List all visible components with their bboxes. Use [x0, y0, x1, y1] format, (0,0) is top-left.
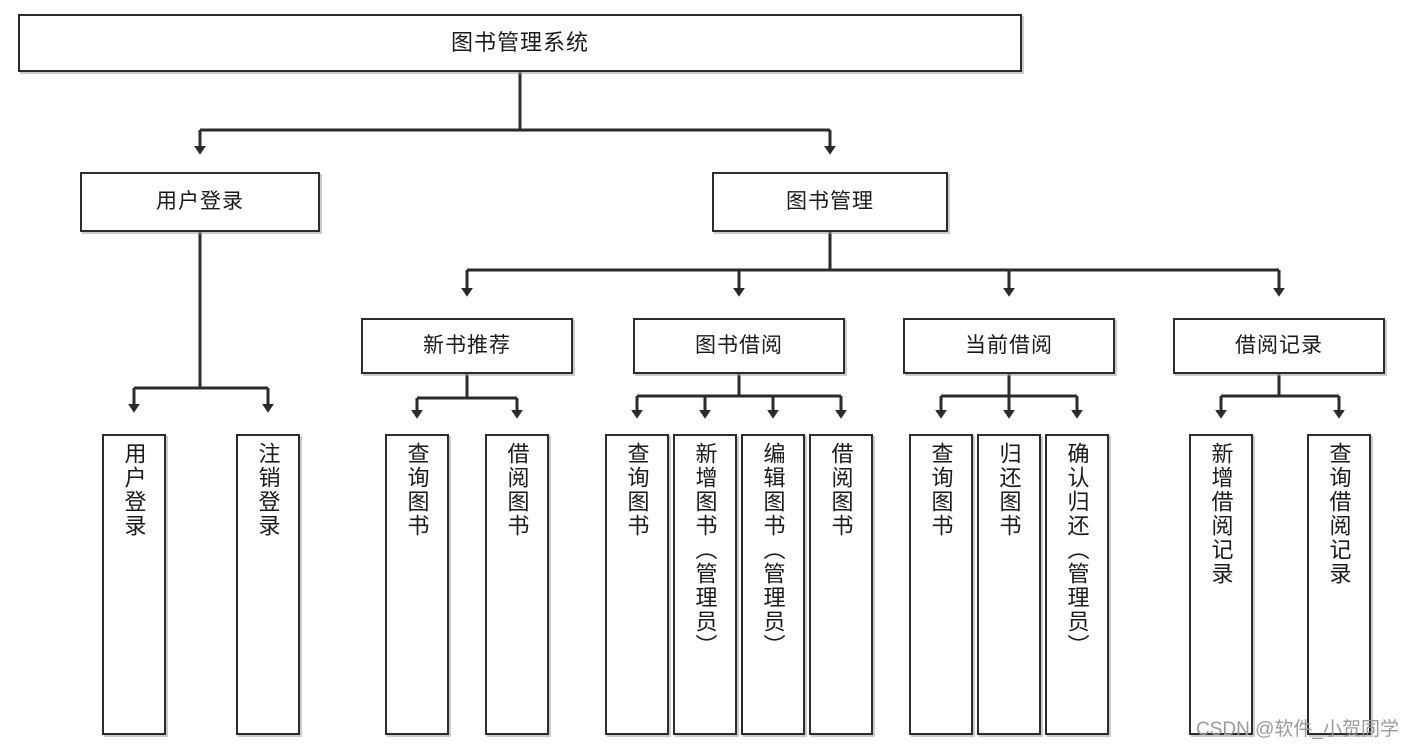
leaf-label: 编辑图书（管理员） [760, 442, 786, 658]
node-book-borrow-label: 图书借阅 [695, 333, 783, 357]
leaf-label: 确认归还（管理员） [1064, 442, 1090, 658]
leaf-record-add-record[interactable]: 新增借阅记录 [1189, 434, 1253, 735]
leaf-label: 归还图书 [996, 442, 1022, 538]
node-current-borrow-label: 当前借阅 [965, 333, 1053, 357]
leaf-borrow-query-book[interactable]: 查询图书 [605, 434, 669, 735]
leaf-label: 用户登录 [121, 442, 147, 538]
csdn-watermark: CSDN @软件_小贺同学 [1196, 719, 1399, 740]
node-current-borrow[interactable]: 当前借阅 [903, 318, 1115, 374]
node-user-login[interactable]: 用户登录 [80, 172, 320, 232]
node-book-management-label: 图书管理 [786, 189, 874, 213]
leaf-label: 注销登录 [255, 442, 281, 538]
node-borrow-record[interactable]: 借阅记录 [1173, 318, 1385, 374]
leaf-current-query-book[interactable]: 查询图书 [909, 434, 973, 735]
node-new-book-recommend[interactable]: 新书推荐 [361, 318, 573, 374]
leaf-current-return-book[interactable]: 归还图书 [977, 434, 1041, 735]
leaf-label: 查询图书 [404, 442, 430, 538]
leaf-record-query-record[interactable]: 查询借阅记录 [1307, 434, 1371, 735]
leaf-newbook-query-book[interactable]: 查询图书 [385, 434, 449, 735]
node-root-label: 图书管理系统 [450, 30, 589, 56]
leaf-newbook-borrow-book[interactable]: 借阅图书 [485, 434, 549, 735]
leaf-borrow-edit-book-admin[interactable]: 编辑图书（管理员） [741, 434, 805, 735]
node-book-borrow[interactable]: 图书借阅 [633, 318, 845, 374]
leaf-user-login-login[interactable]: 用户登录 [102, 434, 166, 735]
node-root-system[interactable]: 图书管理系统 [18, 14, 1022, 72]
node-user-login-label: 用户登录 [156, 189, 244, 213]
leaf-label: 查询图书 [928, 442, 954, 538]
leaf-label: 借阅图书 [828, 442, 854, 538]
node-book-management[interactable]: 图书管理 [712, 172, 948, 232]
leaf-label: 查询图书 [624, 442, 650, 538]
node-borrow-record-label: 借阅记录 [1235, 333, 1323, 357]
leaf-label: 借阅图书 [504, 442, 530, 538]
leaf-label: 新增图书（管理员） [692, 442, 718, 658]
node-new-book-recommend-label: 新书推荐 [423, 333, 511, 357]
leaf-label: 查询借阅记录 [1326, 442, 1352, 586]
leaf-borrow-add-book-admin[interactable]: 新增图书（管理员） [673, 434, 737, 735]
leaf-user-login-logout[interactable]: 注销登录 [236, 434, 300, 735]
leaf-label: 新增借阅记录 [1208, 442, 1234, 586]
leaf-borrow-borrow-book[interactable]: 借阅图书 [809, 434, 873, 735]
leaf-current-confirm-return-admin[interactable]: 确认归还（管理员） [1045, 434, 1109, 735]
